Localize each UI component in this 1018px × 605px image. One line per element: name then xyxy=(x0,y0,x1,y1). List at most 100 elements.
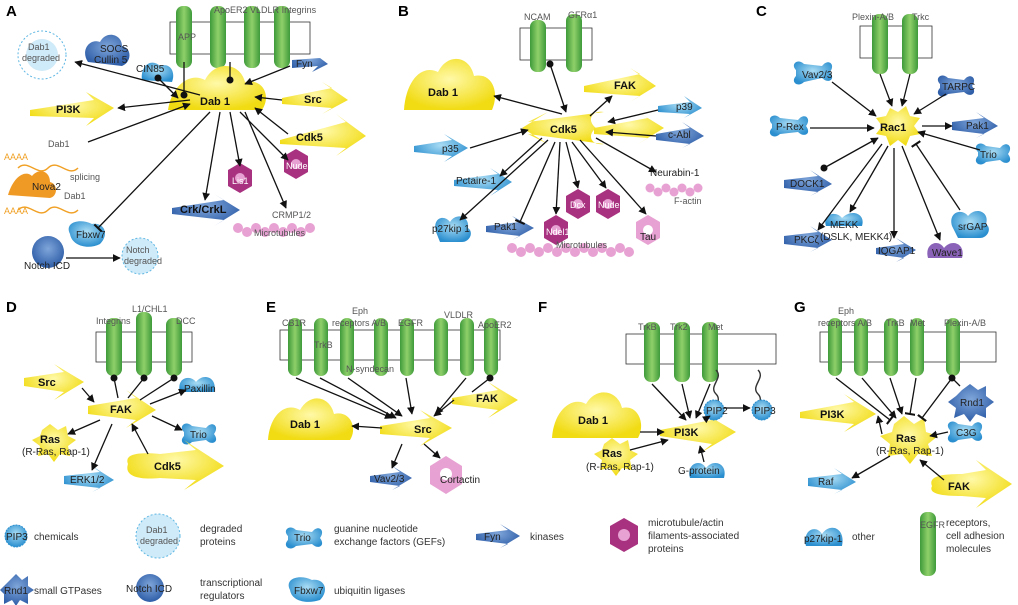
receptor-eph-g2 xyxy=(854,318,868,376)
label-pak1-b: Pak1 xyxy=(494,222,517,233)
label-crmp: CRMP1/2 xyxy=(272,210,311,220)
edge-e-vav2 xyxy=(391,443,403,469)
label-ndel1: Ndel1 xyxy=(546,227,570,237)
gprotein-shape xyxy=(689,463,725,478)
edge-b-ndel1 xyxy=(552,141,561,215)
pi3k-shape-g xyxy=(800,394,876,432)
label-raf: Raf xyxy=(818,477,834,488)
tarpc-shape xyxy=(937,75,975,97)
rac1-shape xyxy=(876,106,920,146)
edge-c-vav2 xyxy=(831,81,877,117)
label-microtubules-a: Microtubules xyxy=(254,228,306,238)
receptor-app xyxy=(176,6,192,68)
label-mekk: MEKK xyxy=(830,220,859,231)
label-ras-sub-f: (R-Ras, Rap-1) xyxy=(586,462,654,473)
dab1-shape-f xyxy=(552,392,642,438)
label-splicing: splicing xyxy=(70,172,100,182)
edge-d-dcc xyxy=(139,374,178,401)
paxillin-shape xyxy=(179,377,215,392)
nudel-hex-a: Nudel xyxy=(284,149,310,179)
legend-fbxw-icon-label: Fbxw7 xyxy=(294,586,324,597)
edge-a-fbxw7 xyxy=(93,111,211,233)
fak-shape-d xyxy=(88,390,156,428)
edge-d-cdk5 xyxy=(131,423,149,455)
notch-shape xyxy=(32,236,64,268)
label-cortactin: Cortactin xyxy=(440,475,480,486)
edge-b-dab1 xyxy=(493,94,563,115)
pak1-shape-c xyxy=(952,112,998,138)
label-neurabin: Neurabin-1 xyxy=(650,168,700,179)
srgap-shape xyxy=(951,210,989,238)
label-trkc: Trkc xyxy=(912,12,930,22)
legend-kinases: kinases xyxy=(530,532,564,543)
dab1-shape-b xyxy=(404,58,496,110)
label-eph-g: Eph xyxy=(838,306,854,316)
label-tau: Tau xyxy=(640,232,656,243)
polya-1: AAAA xyxy=(4,152,28,162)
edge-e-cb1r xyxy=(295,377,393,419)
microtubule-bead xyxy=(305,223,315,233)
label-nudel-a: Nudel xyxy=(286,161,310,171)
label-prex: P-Rex xyxy=(776,122,804,133)
legend-degraded-icon xyxy=(135,513,181,559)
label-l1: L1/CHL1 xyxy=(132,304,168,314)
label-eph-sub-e: receptors A/B xyxy=(332,318,386,328)
receptor-nsyndecan xyxy=(374,318,388,376)
wave1-shape xyxy=(927,243,963,258)
trio-shape-d xyxy=(181,423,217,445)
edge-e-eph xyxy=(347,377,403,417)
label-notch-degraded-2: degraded xyxy=(124,256,162,266)
edge-a-src xyxy=(254,93,283,102)
legend-ubiquitin: ubiquitin ligases xyxy=(334,586,405,597)
pkcz-shape xyxy=(784,226,832,252)
edge-c-trio xyxy=(917,130,981,151)
label-cdk5-b: Cdk5 xyxy=(550,124,577,136)
microtubule-bead xyxy=(615,243,625,253)
label-gfra1: GFRα1 xyxy=(568,10,597,20)
dcx-hex: Dcx xyxy=(566,189,590,219)
label-cullin: Cullin 5 xyxy=(94,55,128,66)
panel-b-letter: B xyxy=(398,3,409,20)
label-integrins-d: Integrins xyxy=(96,316,131,326)
edge-d-l1 xyxy=(127,374,148,399)
microtubule-bead xyxy=(597,243,607,253)
label-crk: Crk/CrkL xyxy=(180,204,227,216)
panel-e-letter: E xyxy=(266,299,276,316)
label-vldlr-e: VLDLR xyxy=(444,310,474,320)
legend-gtpases: small GTPases xyxy=(34,586,102,597)
edge-a-fyn xyxy=(244,65,291,86)
receptor-cb1r xyxy=(288,318,302,376)
label-cdk5-d: Cdk5 xyxy=(154,461,181,473)
legend-gef-1: guanine nucleotide xyxy=(334,524,418,535)
legend-gef-icon xyxy=(285,527,323,549)
receptor-trkb-f xyxy=(644,322,660,382)
receptor-l1 xyxy=(136,312,152,376)
actin-bead xyxy=(677,183,687,193)
microtubule-bead xyxy=(260,227,270,237)
edge-d-src xyxy=(81,387,95,403)
microtubule-bead xyxy=(588,247,598,257)
label-vav2-e: Vav2/3 xyxy=(374,474,405,485)
label-p35: p35 xyxy=(442,144,459,155)
nudel-hex-b: Nudel xyxy=(596,189,622,219)
legend-mt-2: filaments-associated xyxy=(648,531,739,542)
actin-chain-b xyxy=(645,183,703,197)
label-src-e: Src xyxy=(414,424,432,436)
microtubule-bead xyxy=(242,227,252,237)
edge-e-vldlr xyxy=(435,377,467,415)
legend-fyn-icon-label: Fyn xyxy=(484,532,501,543)
label-plexin-c: Plexin-A/B xyxy=(852,12,894,22)
panel-a: A ApoER2 VLDLR Integrins APP Dab 1 Dab1 … xyxy=(4,3,366,275)
label-pak1-c: Pak1 xyxy=(966,121,989,132)
label-pi3k-f: PI3K xyxy=(674,427,699,439)
label-src-a: Src xyxy=(304,94,322,106)
microtubule-bead xyxy=(516,247,526,257)
edge-g-raf xyxy=(851,455,891,479)
edge-b-p27 xyxy=(459,139,549,221)
vav2-shape-e xyxy=(370,466,412,490)
legend: PIP3 chemicals Dab1 degraded degraded pr… xyxy=(0,512,1004,605)
label-srgap: srGAP xyxy=(958,222,988,233)
label-ras-sub-d: (R-Ras, Rap-1) xyxy=(22,447,90,458)
legend-degraded-2: proteins xyxy=(200,537,236,548)
microtubule-bead xyxy=(543,243,553,253)
